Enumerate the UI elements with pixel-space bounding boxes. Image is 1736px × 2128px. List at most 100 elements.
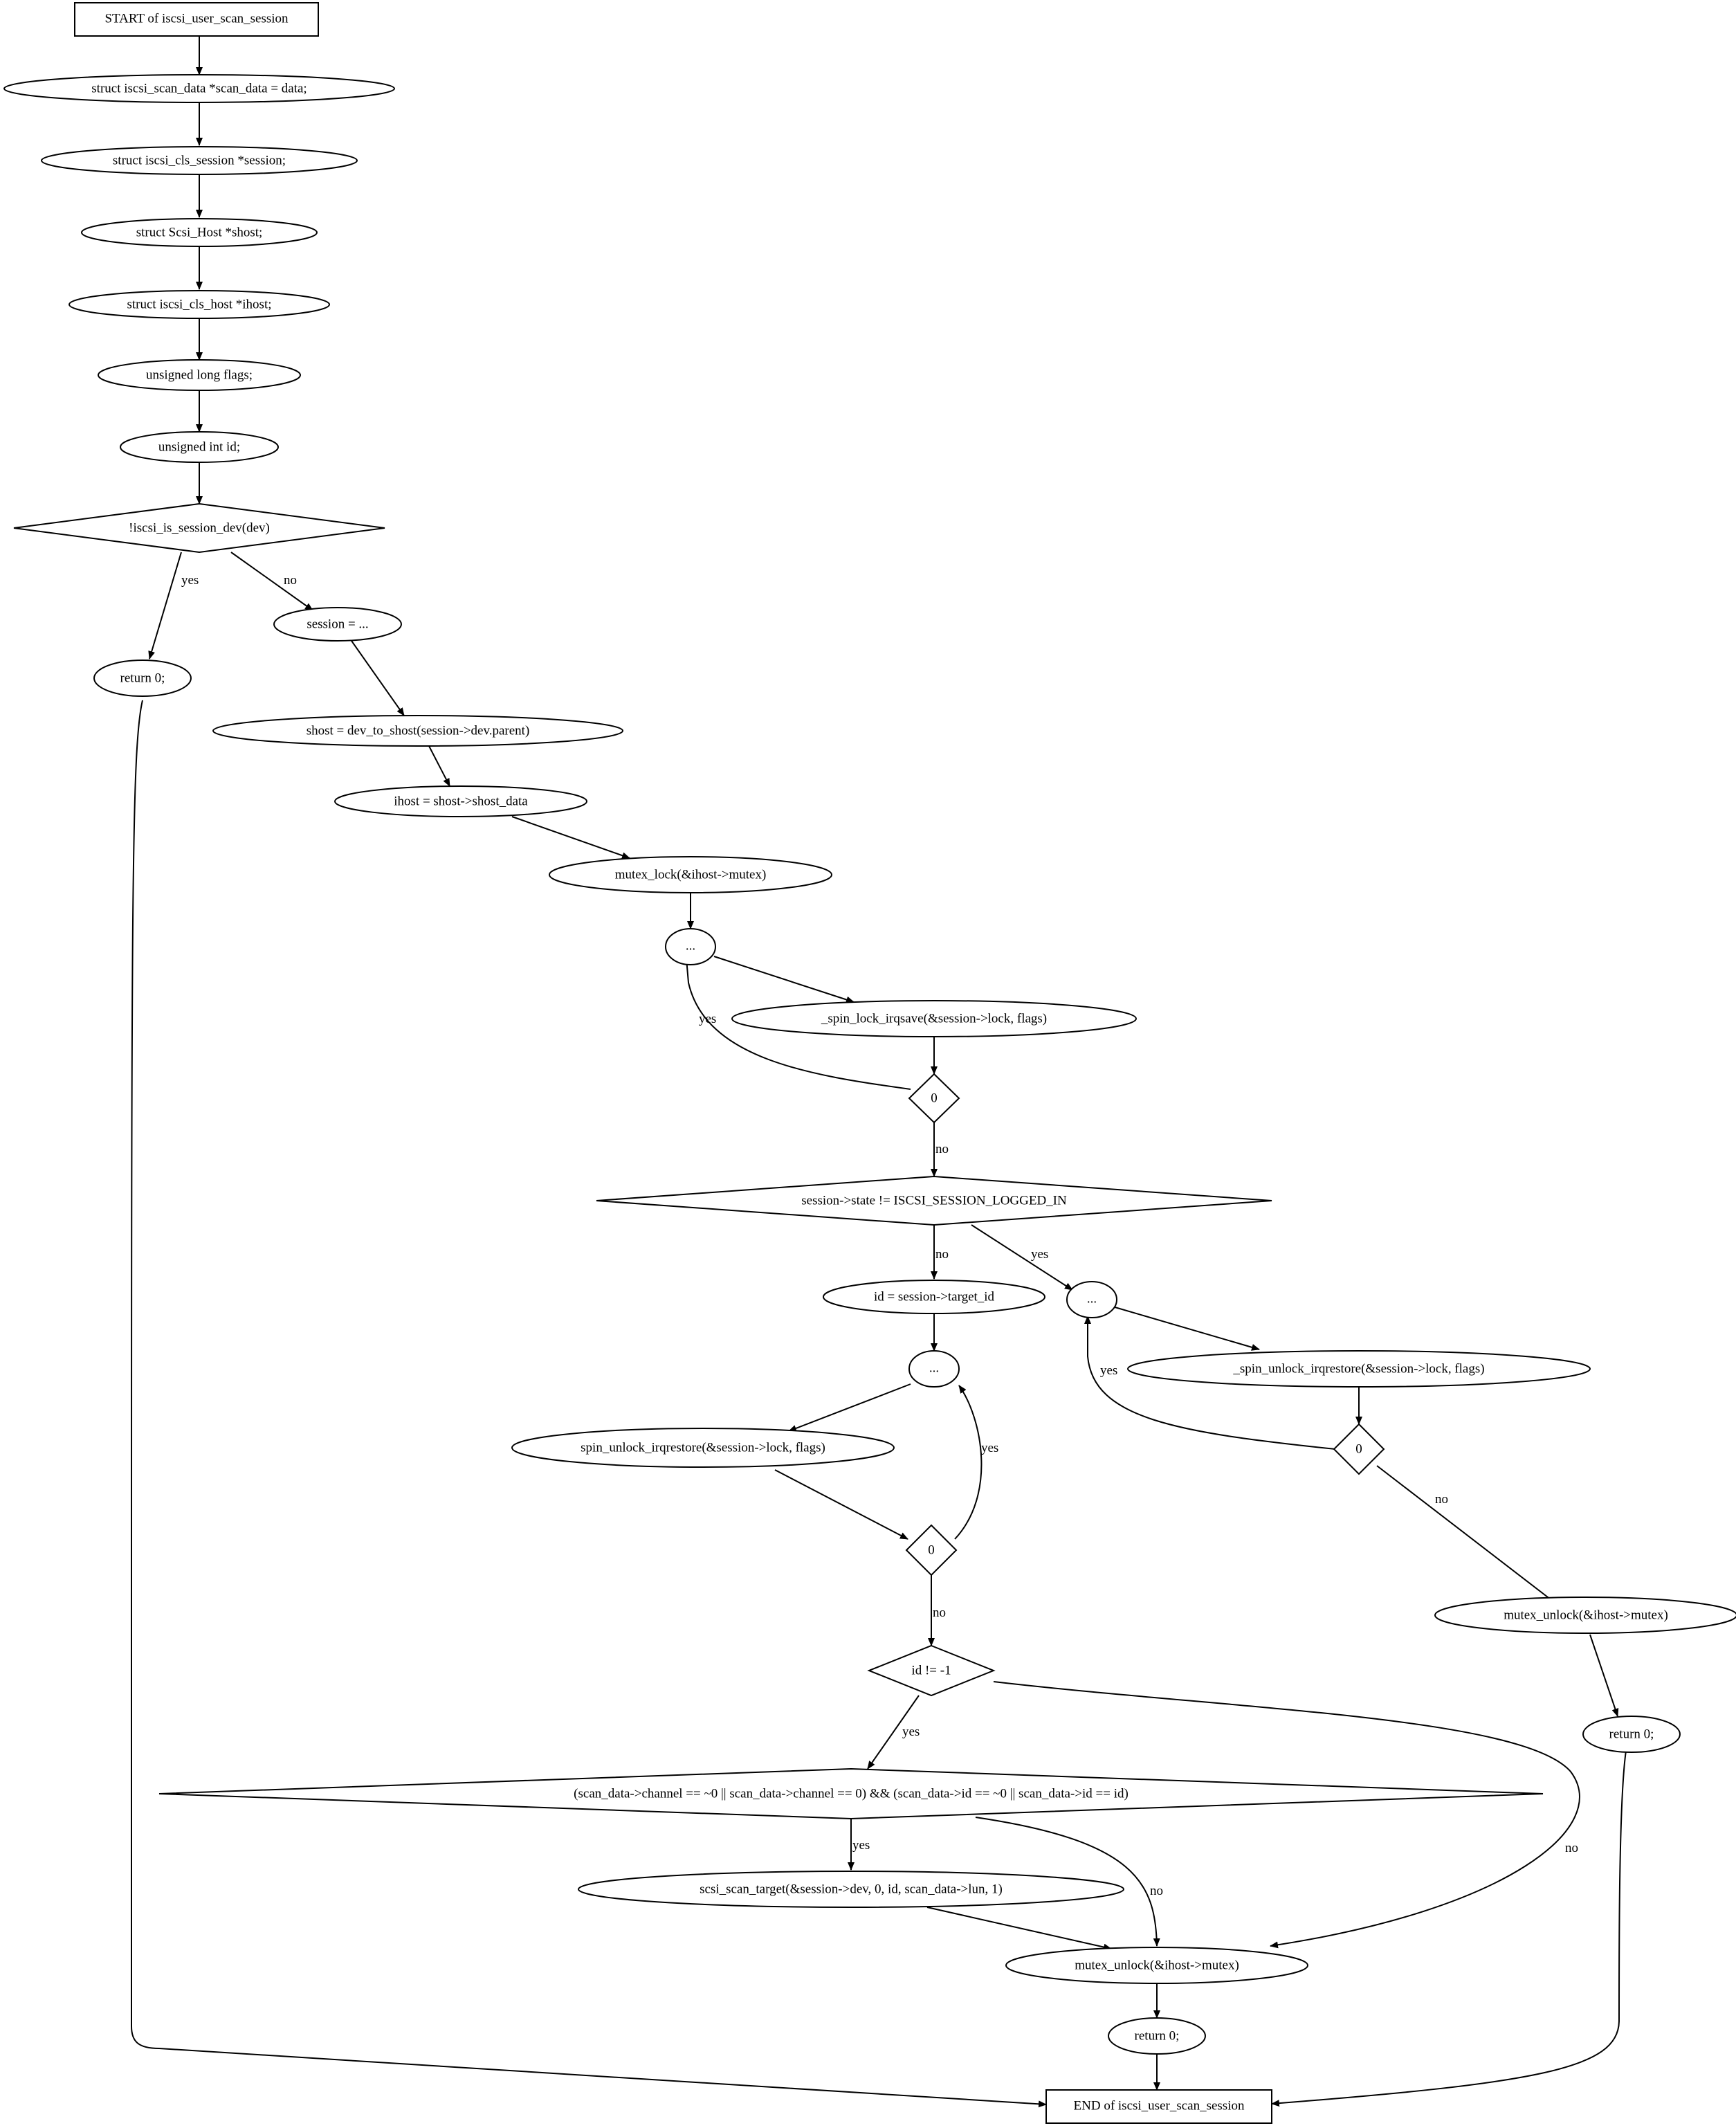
shost-assign-label: shost = dev_to_shost(session->dev.parent… [307,723,530,738]
return-b-label: return 0; [1609,1727,1654,1741]
edge-cond3-no [1376,1465,1557,1605]
ihost-assign-label: ihost = shost->shost_data [394,794,528,808]
edge-label-state-no: no [935,1247,949,1262]
start-node-label: START of iscsi_user_scan_session [104,11,289,26]
flags-decl-node [98,359,301,391]
ihost-decl-node [68,290,330,319]
flags-decl-label: unsigned long flags; [146,367,253,382]
cond3-label: 0 [1355,1442,1362,1456]
edge-label-scan-check-yes: yes [852,1838,870,1853]
cond1-decision [908,1073,960,1124]
scan-data-decl-label: struct iscsi_scan_data *scan_data = data… [91,81,307,96]
edge-label-cond3-yes: yes [1100,1363,1117,1378]
edge-label-cond1-yes: yes [699,1012,716,1026]
edge-spin-unlock-a-to-cond2 [774,1469,908,1540]
return-early-node [93,660,192,697]
spin-unlock-a-node [511,1428,895,1468]
session-assign-label: session = ... [307,617,368,631]
edge-label-is-session-dev-yes: yes [181,573,199,588]
edge-label-cond3-no: no [1435,1492,1448,1507]
edge-label-id-check-yes: yes [902,1725,920,1739]
loop1-node [665,928,716,965]
cond2-decision [905,1524,958,1576]
edge-label-cond2-yes: yes [981,1441,998,1455]
loop1-label: ... [686,938,695,953]
scan-data-decl-node [3,74,395,103]
id-assign-node [823,1280,1045,1314]
id-check-decision [867,1644,996,1697]
mutex-lock-node [549,856,832,893]
edge-is-session-dev-no [230,552,313,611]
edge-scan-check-no [975,1817,1160,1947]
id-decl-node [120,431,279,463]
edge-scsi-scan-to-mutex-unlock [926,1907,1112,1951]
edge-return-b-to-end [1271,1750,1627,2107]
id-check-label: id != -1 [911,1663,951,1677]
loop3-label: ... [1087,1291,1097,1306]
cond3-decision [1333,1423,1385,1475]
id-assign-label: id = session->target_id [874,1289,995,1304]
edges [131,36,1627,2108]
mutex-unlock-main-label: mutex_unlock(&ihost->mutex) [1075,1958,1239,1972]
loop3-node [1066,1281,1117,1318]
edge-cond2-yes [954,1385,983,1540]
return-main-node [1108,2017,1206,2055]
mutex-unlock-b-label: mutex_unlock(&ihost->mutex) [1504,1608,1668,1622]
cond1-label: 0 [931,1091,938,1105]
edge-session-assign-to-shost-assign [351,640,405,716]
edge-labels: yes no yes no no yes yes no yes no yes n… [181,573,1578,1898]
edge-id-check-yes [867,1695,920,1770]
edge-label-cond1-no: no [935,1142,949,1156]
end-node-label: END of iscsi_user_scan_session [1074,2098,1245,2113]
edge-label-is-session-dev-no: no [284,573,297,588]
spin-lock-label: _spin_lock_irqsave(&session->lock, flags… [821,1011,1047,1026]
edge-loop1-to-spin-lock [713,956,855,1003]
session-decl-node [41,146,358,175]
nodes: START of iscsi_user_scan_session struct … [3,2,1736,2124]
state-check-label: session->state != ISCSI_SESSION_LOGGED_I… [801,1193,1067,1208]
is-session-dev-decision [13,502,385,554]
state-check-decision [596,1175,1272,1226]
spin-unlock-b-node [1127,1350,1591,1388]
loop2-label: ... [929,1361,939,1375]
ihost-decl-label: struct iscsi_cls_host *ihost; [127,297,272,311]
return-b-node [1582,1716,1681,1753]
edge-shost-assign-to-ihost-assign [428,745,450,787]
is-session-dev-label: !iscsi_is_session_dev(dev) [129,520,270,535]
edge-loop3-to-spin-unlock-b [1112,1306,1260,1351]
scan-check-label: (scan_data->channel == ~0 || scan_data->… [574,1786,1129,1801]
edge-label-id-check-no: no [1565,1841,1578,1855]
session-decl-label: struct iscsi_cls_session *session; [113,153,286,167]
spin-unlock-a-label: spin_unlock_irqrestore(&session->lock, f… [581,1440,825,1455]
edge-cond3-yes [1084,1316,1336,1450]
edge-label-cond2-no: no [933,1606,946,1620]
edge-ihost-assign-to-mutex-lock [511,816,630,860]
edge-state-yes [971,1224,1073,1291]
edge-label-scan-check-no: no [1150,1884,1163,1898]
loop2-node [908,1350,960,1388]
return-early-label: return 0; [120,671,165,685]
spin-lock-node [731,1000,1137,1037]
ihost-assign-node [334,785,587,817]
edge-return-early-to-end [131,700,1047,2108]
edge-label-state-yes: yes [1031,1247,1048,1262]
edge-loop2-to-spin-unlock-a [788,1383,911,1432]
id-decl-label: unsigned int id; [158,439,240,454]
edge-id-check-no [993,1681,1580,1949]
shost-decl-node [81,218,318,247]
end-node [1045,2089,1272,2124]
edge-is-session-dev-yes [148,552,182,660]
spin-unlock-b-label: _spin_unlock_irqrestore(&session->lock, … [1232,1361,1484,1376]
cond2-label: 0 [928,1543,935,1557]
scsi-scan-node [578,1871,1124,1908]
edge-mutex-unlock-b-to-return-b [1589,1634,1619,1717]
mutex-unlock-b-node [1434,1597,1736,1634]
return-main-label: return 0; [1135,2028,1180,2043]
mutex-lock-label: mutex_lock(&ihost->mutex) [615,867,767,882]
scsi-scan-label: scsi_scan_target(&session->dev, 0, id, s… [700,1882,1003,1896]
mutex-unlock-main-node [1005,1947,1308,1984]
edge-cond1-yes [682,942,911,1090]
session-assign-node [273,607,402,642]
shost-decl-label: struct Scsi_Host *shost; [136,225,263,239]
